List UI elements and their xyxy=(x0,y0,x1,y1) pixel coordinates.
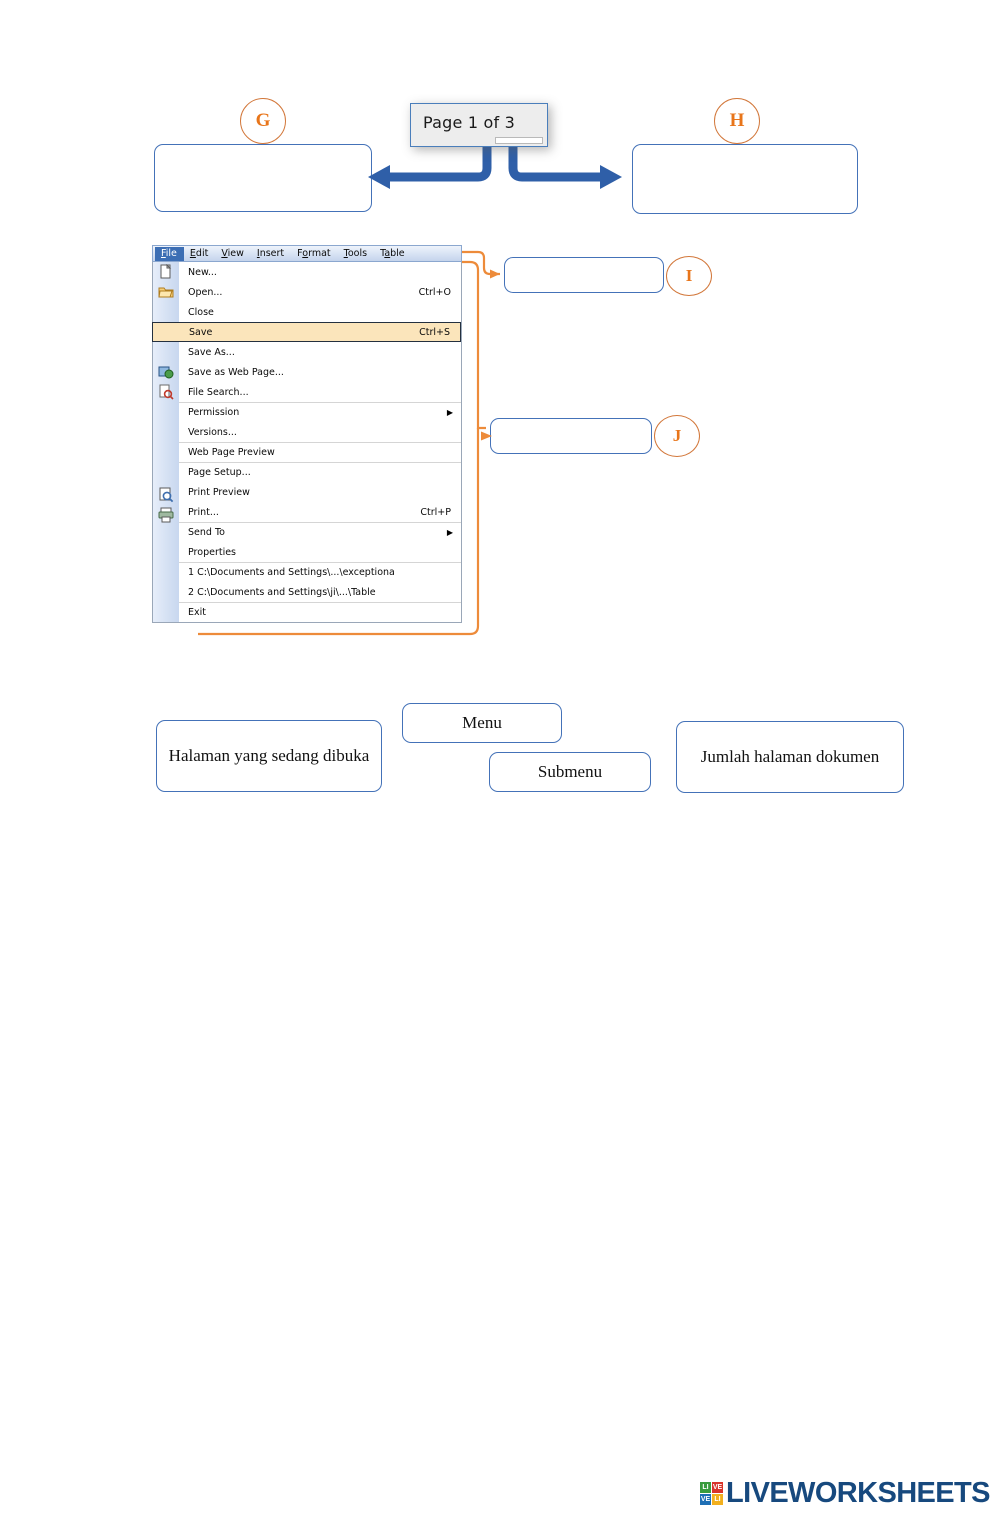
menu-item-label: 2 C:\Documents and Settings\ji\...\Table xyxy=(188,586,376,598)
menu-item-recent-2[interactable]: 2 C:\Documents and Settings\ji\...\Table xyxy=(179,582,461,602)
logo-block-3: LI xyxy=(712,1494,723,1505)
menu-item-permission[interactable]: Permission ▶ xyxy=(179,402,461,422)
open-folder-icon xyxy=(158,284,174,299)
menubar-item-format[interactable]: Format xyxy=(297,247,331,259)
answer-box-j[interactable] xyxy=(490,418,652,454)
menu-item-open[interactable]: Open... Ctrl+O xyxy=(179,282,461,302)
logo-block-1: VE xyxy=(712,1482,723,1493)
word-bank-item-jumlah-halaman[interactable]: Jumlah halaman dokumen xyxy=(676,721,904,793)
menu-item-recent-1[interactable]: 1 C:\Documents and Settings\...\exceptio… xyxy=(179,562,461,582)
answer-box-h[interactable] xyxy=(632,144,858,214)
menu-item-label: Print Preview xyxy=(188,486,250,498)
menu-item-label: New... xyxy=(188,266,217,278)
blue-connector-arrows xyxy=(368,140,622,189)
menu-item-label: Web Page Preview xyxy=(188,447,275,458)
menubar-item-table[interactable]: Table xyxy=(380,247,405,259)
menu-item-label: File Search... xyxy=(188,386,249,398)
menu-item-shortcut: Ctrl+O xyxy=(418,286,451,298)
menu-item-label: Save As... xyxy=(188,346,235,358)
logo-block-0: LI xyxy=(700,1482,711,1493)
answer-box-g[interactable] xyxy=(154,144,372,212)
save-web-icon xyxy=(158,364,174,379)
menu-item-properties[interactable]: Properties xyxy=(179,542,461,562)
tooltip-box: Page 1 of 3 xyxy=(410,103,548,147)
menubar-item-tools[interactable]: Tools xyxy=(343,247,368,259)
word-application-menu: File Edit View Insert Format Tools Table New..… xyxy=(152,245,462,623)
submenu-arrow-icon: ▶ xyxy=(446,407,453,417)
menu-item-label: Versions... xyxy=(188,426,237,438)
menu-item-label: Exit xyxy=(188,607,206,618)
menu-item-label: Close xyxy=(188,306,214,318)
menubar-item-view[interactable]: View xyxy=(221,247,244,259)
menu-item-file-search[interactable]: File Search... xyxy=(179,382,461,402)
file-search-icon xyxy=(158,384,174,400)
menu-item-label: Send To xyxy=(188,527,225,538)
menu-item-send-to[interactable]: Send To ▶ xyxy=(179,522,461,542)
menu-item-label: Save as Web Page... xyxy=(188,366,284,378)
menu-item-web-page-preview[interactable]: Web Page Preview xyxy=(179,442,461,462)
menu-item-save-web-page[interactable]: Save as Web Page... xyxy=(179,362,461,382)
marker-g: G xyxy=(240,98,286,144)
menu-bar: File Edit View Insert Format Tools Table xyxy=(152,245,462,261)
print-preview-icon xyxy=(158,487,174,503)
menu-item-label: Page Setup... xyxy=(188,467,251,478)
menu-item-label: 1 C:\Documents and Settings\...\exceptio… xyxy=(188,567,395,578)
menu-item-exit[interactable]: Exit xyxy=(179,602,461,622)
submenu-arrow-icon: ▶ xyxy=(446,527,453,537)
menu-item-label: Save xyxy=(189,326,213,338)
menu-item-save[interactable]: Save Ctrl+S xyxy=(152,322,461,342)
menubar-item-file[interactable]: File xyxy=(155,246,184,261)
printer-icon xyxy=(158,507,174,523)
menu-item-close[interactable]: Close xyxy=(179,302,461,322)
menu-item-print[interactable]: Print... Ctrl+P xyxy=(179,502,461,522)
logo-wordmark: LIVEWORKSHEETS xyxy=(726,1477,991,1509)
marker-h: H xyxy=(714,98,760,144)
logo-block-2: VE xyxy=(700,1494,711,1505)
menu-item-label: Open... xyxy=(188,286,223,298)
menubar-item-insert[interactable]: Insert xyxy=(256,247,285,259)
page-status-tooltip: Page 1 of 3 xyxy=(410,103,548,147)
menu-item-save-as[interactable]: Save As... xyxy=(179,342,461,362)
menubar-item-edit[interactable]: Edit xyxy=(189,247,209,259)
menu-item-page-setup[interactable]: Page Setup... xyxy=(179,462,461,482)
menu-item-print-preview[interactable]: Print Preview xyxy=(179,482,461,502)
word-bank-item-submenu[interactable]: Submenu xyxy=(489,752,651,792)
tooltip-text: Page 1 of 3 xyxy=(423,113,515,132)
word-bank-item-halaman-dibuka[interactable]: Halaman yang sedang dibuka xyxy=(156,720,382,792)
menu-icon-gutter xyxy=(153,262,179,622)
new-document-icon xyxy=(158,263,174,279)
menu-item-versions[interactable]: Versions... xyxy=(179,422,461,442)
menu-item-new[interactable]: New... xyxy=(179,262,461,282)
menu-item-label: Permission xyxy=(188,407,240,418)
menu-item-label: Properties xyxy=(188,546,237,558)
answer-box-i[interactable] xyxy=(504,257,664,293)
menu-item-shortcut: Ctrl+P xyxy=(420,506,451,518)
word-bank-item-menu[interactable]: Menu xyxy=(402,703,562,743)
marker-j: J xyxy=(654,415,700,457)
menu-item-shortcut: Ctrl+S xyxy=(419,326,450,338)
menu-item-label: Print... xyxy=(188,506,219,518)
tooltip-notch xyxy=(495,137,543,144)
marker-i: I xyxy=(666,256,712,296)
